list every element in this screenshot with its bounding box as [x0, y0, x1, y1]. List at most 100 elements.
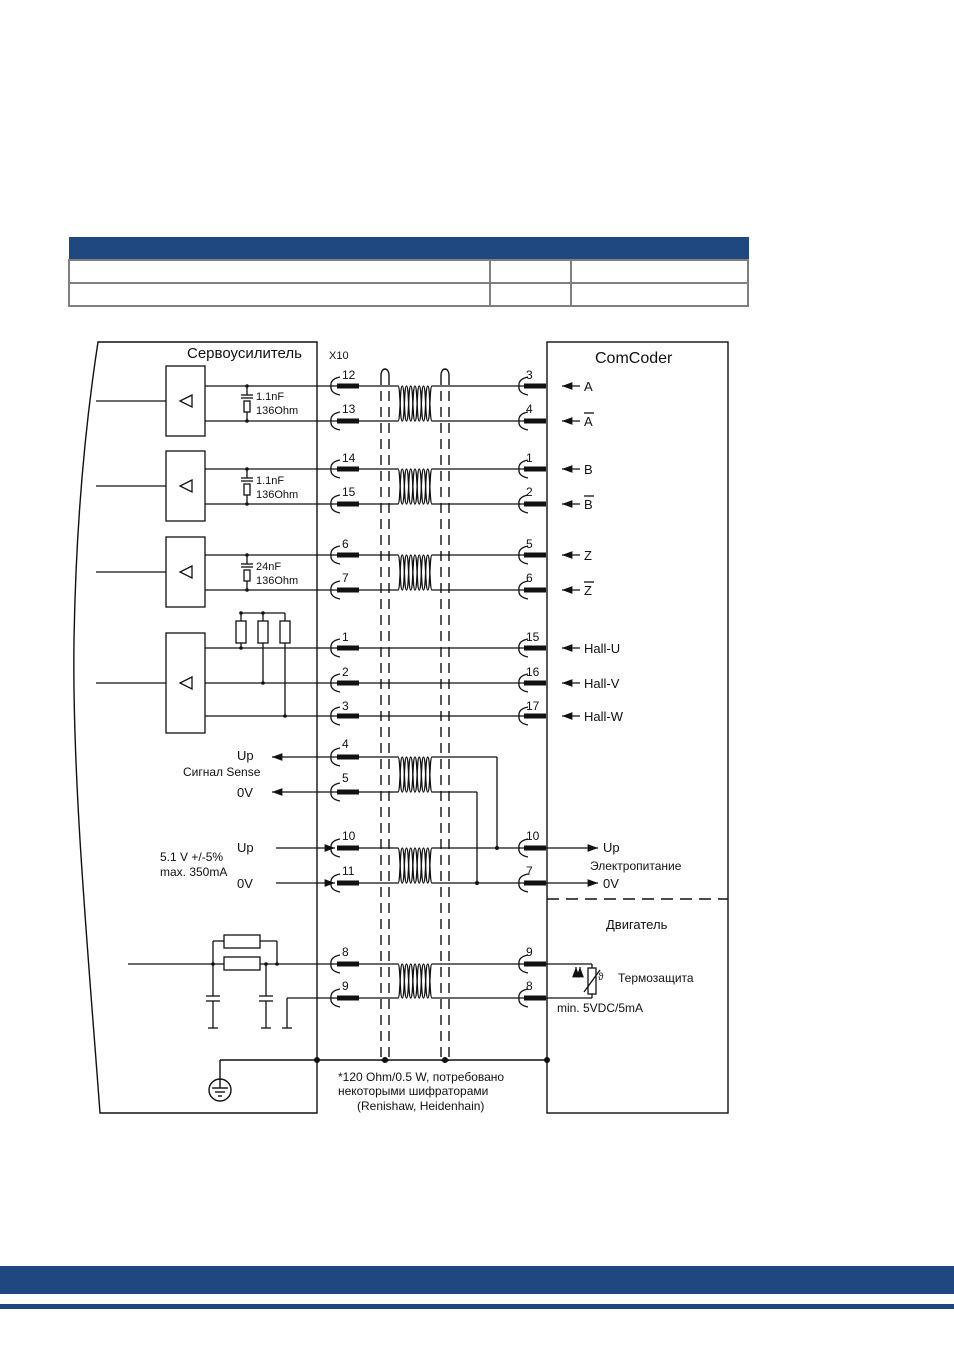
pin-number-left: 12: [342, 368, 356, 382]
twisted-pair: [380, 554, 455, 591]
resistor: [243, 483, 251, 496]
junction: [245, 502, 249, 506]
resistor: [243, 569, 251, 582]
connector-pin: [524, 466, 546, 472]
connector-pin: [337, 645, 359, 651]
amplifier-outline: [73, 341, 318, 1114]
sense-label: Сигнал Sense: [183, 765, 261, 779]
table-cell: [489, 282, 572, 307]
ground-icon: [208, 1078, 232, 1102]
pin-number-right: 6: [526, 571, 533, 585]
connector-pin: [524, 713, 546, 719]
note-line: *120 Ohm/0.5 W, потребовано: [338, 1070, 504, 1084]
connector-socket: [518, 706, 529, 717]
twisted-pair: [380, 385, 455, 422]
connector-socket: [518, 882, 529, 893]
junction: [264, 962, 268, 966]
connector-pin: [337, 789, 359, 795]
signal-label: Hall-V: [584, 676, 620, 691]
connector-socket: [518, 847, 529, 858]
connector-socket: [330, 954, 341, 965]
connector-socket: [518, 673, 529, 684]
connector-socket: [518, 638, 529, 649]
connector-socket: [330, 420, 341, 431]
receiver-block: [165, 450, 206, 522]
rc-label: 136Ohm: [256, 405, 298, 417]
junction: [245, 419, 249, 423]
theta-symbol: ϑ: [598, 972, 604, 983]
twisted-pair: [380, 554, 455, 591]
connector-pin: [337, 713, 359, 719]
twisted-pair: [380, 468, 455, 505]
table-cell: [570, 259, 749, 284]
connector-socket: [518, 385, 529, 396]
sense-up-label: Up: [237, 748, 254, 763]
pin-number-left: 1: [342, 630, 349, 644]
table-header-cell: [489, 237, 572, 261]
signal-label: Hall-U: [584, 641, 620, 656]
connector-socket: [330, 791, 341, 802]
pin-number-left: 11: [342, 864, 355, 878]
connector-socket: [518, 554, 529, 565]
encoder-power-label: Электропитание: [590, 859, 682, 873]
junction: [245, 588, 249, 592]
connector-pin: [524, 880, 546, 886]
junction: [261, 611, 265, 615]
pin-number-left: 6: [342, 537, 349, 551]
rc-label: 24nF: [256, 561, 281, 573]
connector-socket: [518, 545, 529, 556]
rc-label: 136Ohm: [256, 489, 298, 501]
pin-number-right: 16: [526, 665, 540, 679]
junction: [261, 681, 265, 685]
receiver-block: [165, 365, 206, 437]
pin-number-right: 10: [526, 829, 540, 843]
table-cell: [68, 282, 491, 307]
receiver-icon: [178, 478, 193, 494]
connector-pin: [524, 845, 546, 851]
pin-number-right: 9: [526, 945, 533, 959]
rc-label: 136Ohm: [256, 575, 298, 587]
pin-number-right: 7: [526, 864, 533, 878]
signal-label: A: [584, 414, 593, 429]
connector-socket: [330, 589, 341, 600]
junction: [475, 881, 479, 885]
pin-number-right: 8: [526, 979, 533, 993]
table-header-row: [68, 237, 749, 261]
pin-number-right: 1: [526, 451, 533, 465]
connector-socket: [518, 580, 529, 591]
connector-socket: [330, 503, 341, 514]
junction: [239, 611, 243, 615]
amplifier-title: Сервоусилитель: [187, 345, 302, 362]
connector-pin: [337, 995, 359, 1001]
encoder-0v-label: 0V: [603, 876, 619, 891]
connector-pin: [337, 383, 359, 389]
connector-pin: [337, 418, 359, 424]
connector-pin: [337, 466, 359, 472]
connector-pin: [524, 383, 546, 389]
resistor: [279, 620, 291, 644]
connector-pin: [524, 680, 546, 686]
resistor: [223, 934, 261, 949]
signal-label: A: [584, 379, 593, 394]
table-row: [68, 282, 749, 307]
signal-label: Hall-W: [584, 709, 624, 724]
connector-socket: [330, 682, 341, 693]
sense-0v-label: 0V: [237, 785, 253, 800]
pin-number-left: 15: [342, 485, 356, 499]
connector-pin: [524, 645, 546, 651]
encoder-title: ComCoder: [595, 350, 673, 367]
junction: [239, 646, 243, 650]
connector-pin: [337, 961, 359, 967]
twisted-pair: [380, 963, 455, 999]
connector-pin: [524, 552, 546, 558]
connector-socket: [330, 411, 341, 422]
table-cell: [570, 282, 749, 307]
pin-number-left: 13: [342, 402, 356, 416]
connector-socket: [330, 385, 341, 396]
encoder-outline: [546, 341, 729, 1114]
connector-socket: [330, 756, 341, 767]
note-line: (Renishaw, Heidenhain): [357, 1099, 484, 1113]
receiver-icon: [178, 393, 193, 409]
supply-voltage: 5.1 V +/-5%: [160, 850, 223, 864]
